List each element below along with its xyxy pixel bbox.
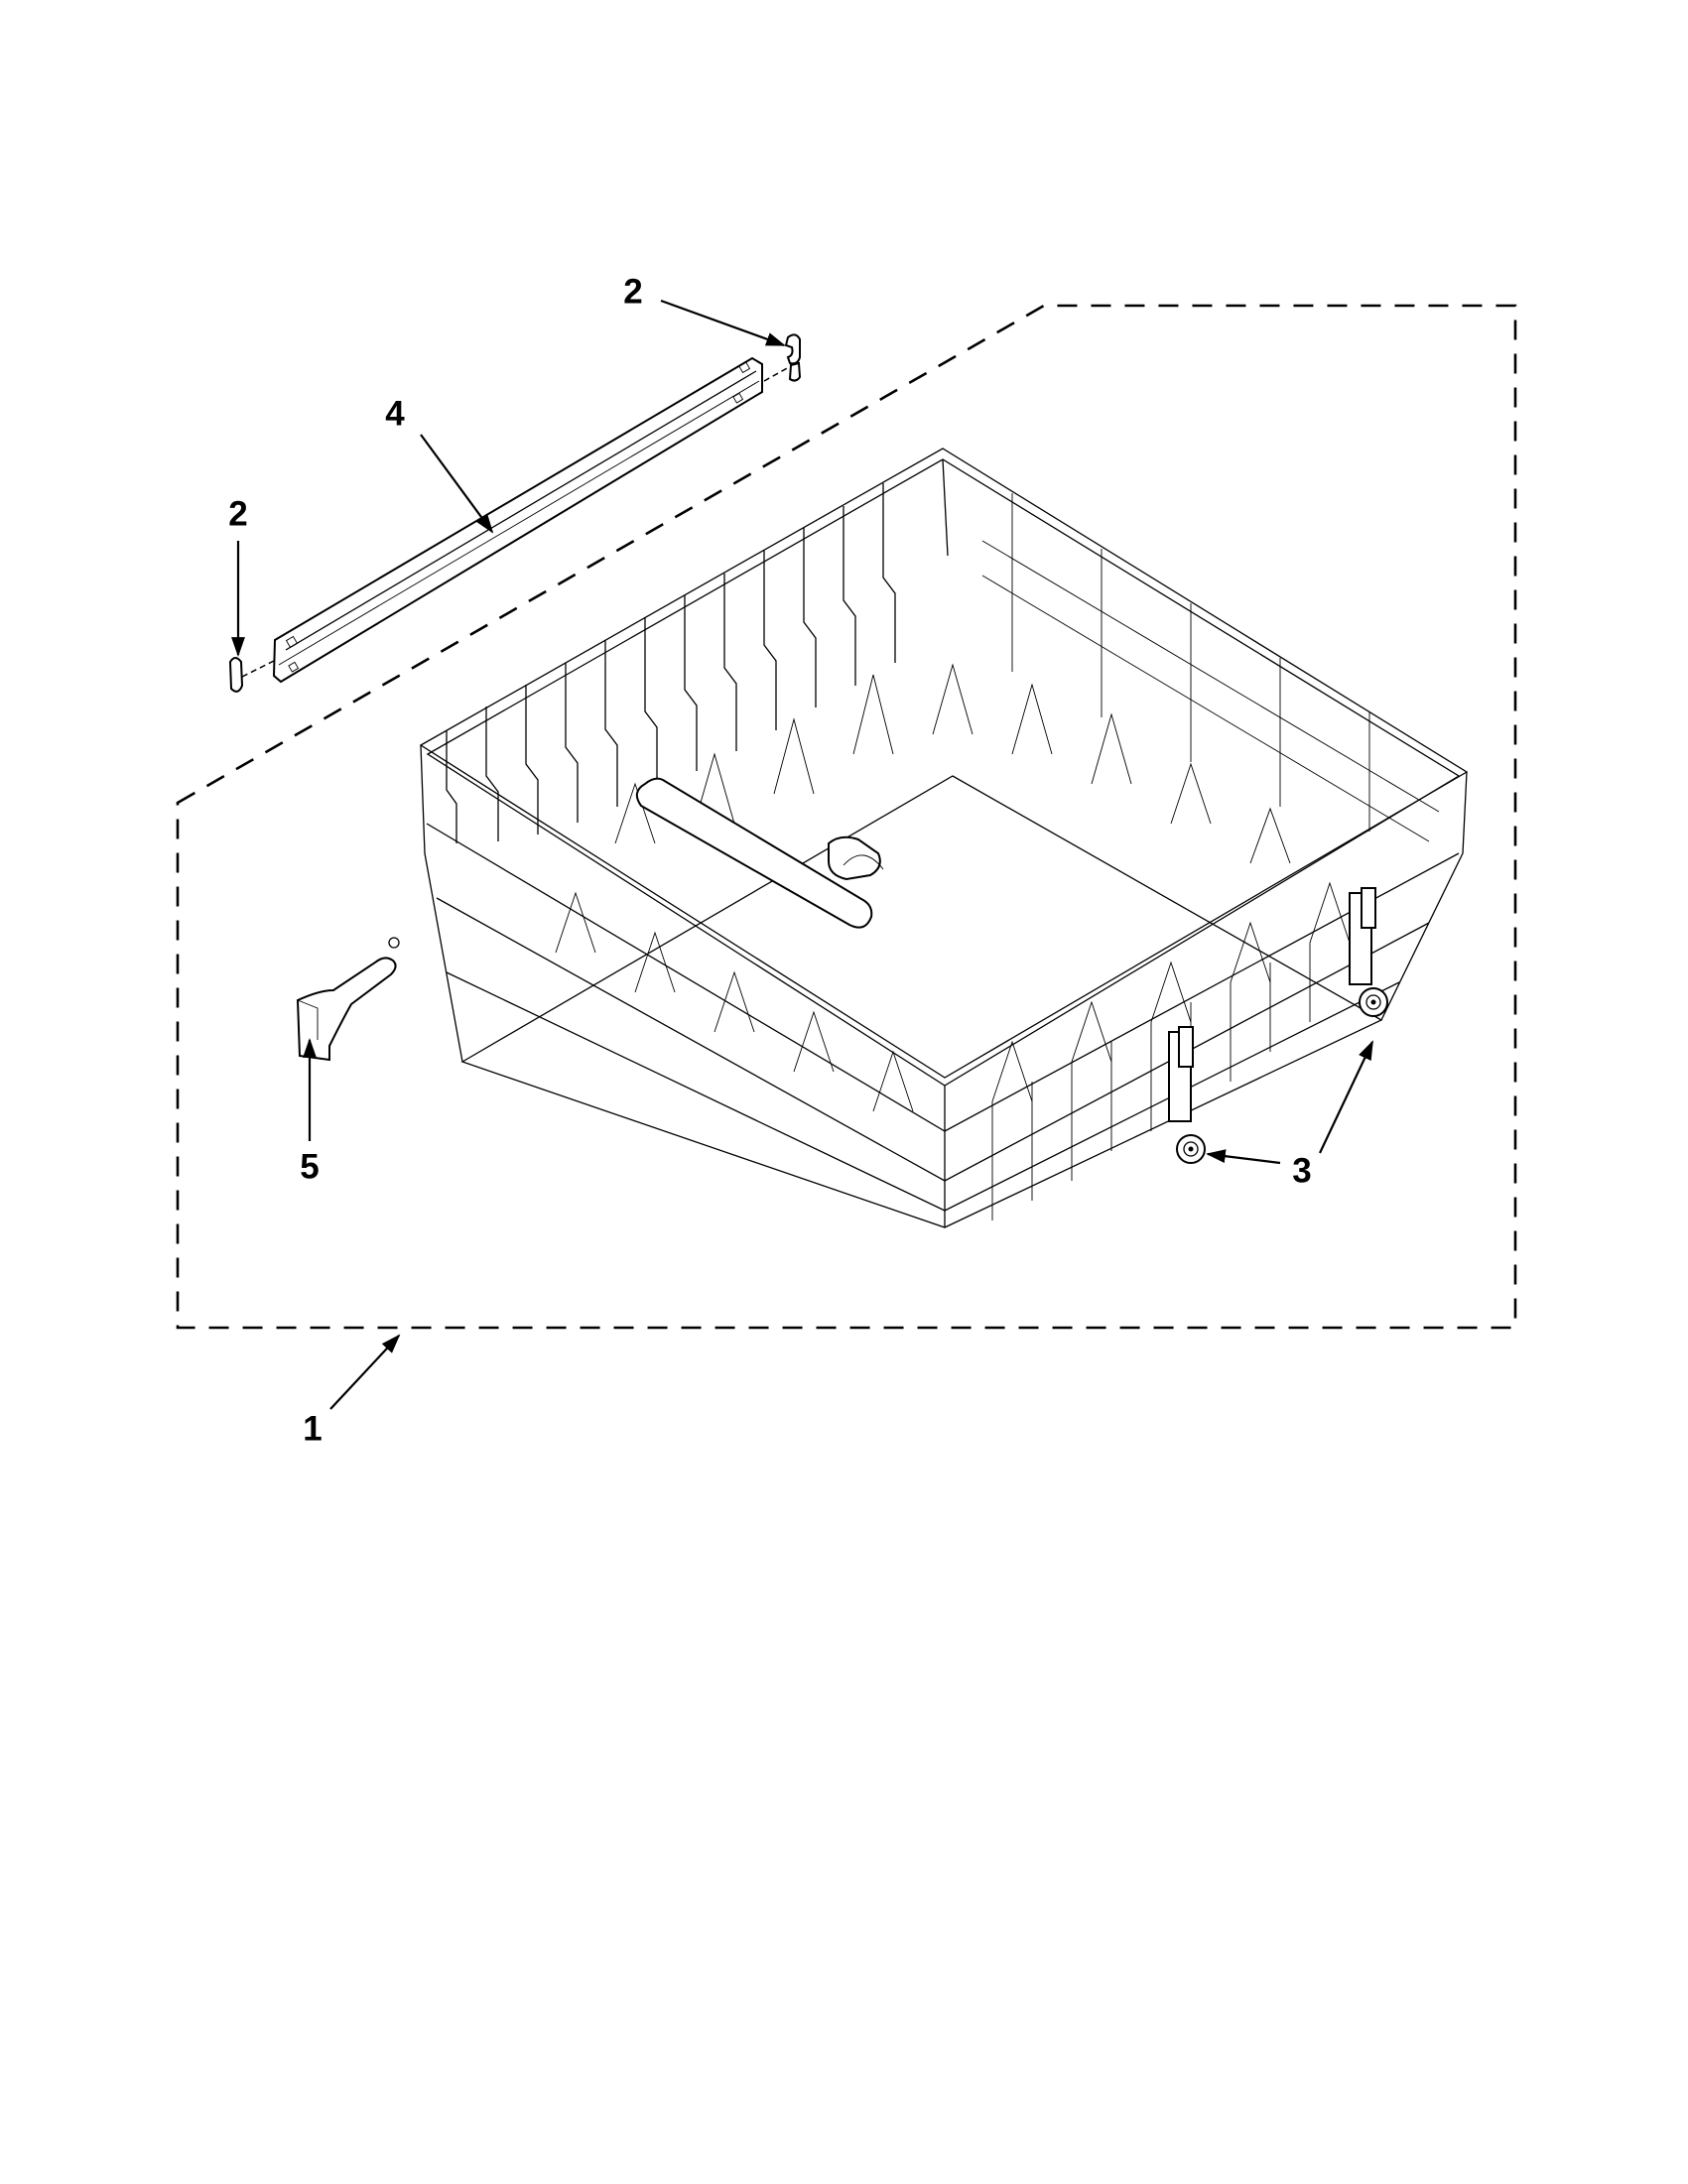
dish-rack [419, 448, 1469, 1228]
callout-1: 1 [303, 1409, 323, 1449]
arrow-callout-3-front [1206, 1149, 1281, 1165]
end-cap-rear [763, 333, 802, 382]
arrow-callout-2-top [660, 299, 786, 347]
rack-side-right [981, 493, 1440, 842]
callout-4: 4 [385, 394, 405, 434]
arrow-callout-4 [420, 434, 494, 534]
rack-tines-left [446, 483, 896, 843]
assembly-boundary-dashed [176, 304, 1517, 1330]
spray-arm [635, 777, 884, 929]
callout-5: 5 [300, 1147, 320, 1187]
callout-2-left: 2 [228, 494, 248, 534]
adjuster-arm-part [296, 937, 400, 1062]
arrow-callout-1 [329, 1334, 401, 1410]
wheel-assembly-rear [1349, 887, 1388, 1017]
callout-2-top: 2 [623, 272, 643, 312]
end-cap-front [228, 657, 275, 693]
callout-3: 3 [1292, 1151, 1312, 1191]
rack-interior-tines [555, 663, 1351, 1220]
wheel-assembly-front [1168, 1026, 1206, 1164]
arrow-callout-3-rear [1319, 1040, 1373, 1154]
rail-part [272, 356, 763, 684]
leader-arrows [231, 299, 1373, 1410]
